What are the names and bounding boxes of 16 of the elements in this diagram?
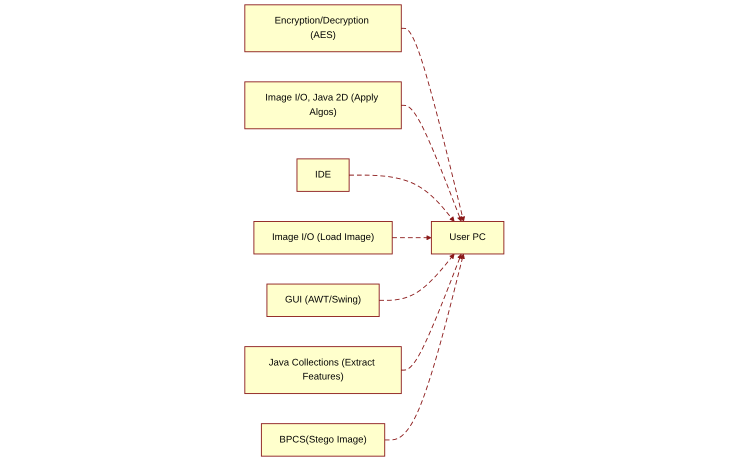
node-box [254, 221, 393, 254]
arrow [392, 235, 432, 240]
arrow [401, 104, 462, 222]
node-box [296, 158, 350, 192]
node-box [244, 346, 402, 394]
arrow [348, 174, 455, 222]
component-diagram: Encryption/Decryption (AES) Image I/O, Java 2D (Apply Algos) User PC IDE Image I/O (Load Image) GUI (AWT/Swing) Java Collections (Extract Features) BPCS(Stego Image) [240, 0, 509, 461]
node-box [244, 4, 402, 52]
node-box [261, 423, 386, 457]
arrow [384, 254, 466, 440]
arrow [378, 254, 455, 301]
node-box [431, 221, 504, 254]
arrow [401, 28, 466, 222]
node-box [244, 81, 402, 130]
arrow [401, 254, 462, 371]
node-box [266, 284, 380, 317]
